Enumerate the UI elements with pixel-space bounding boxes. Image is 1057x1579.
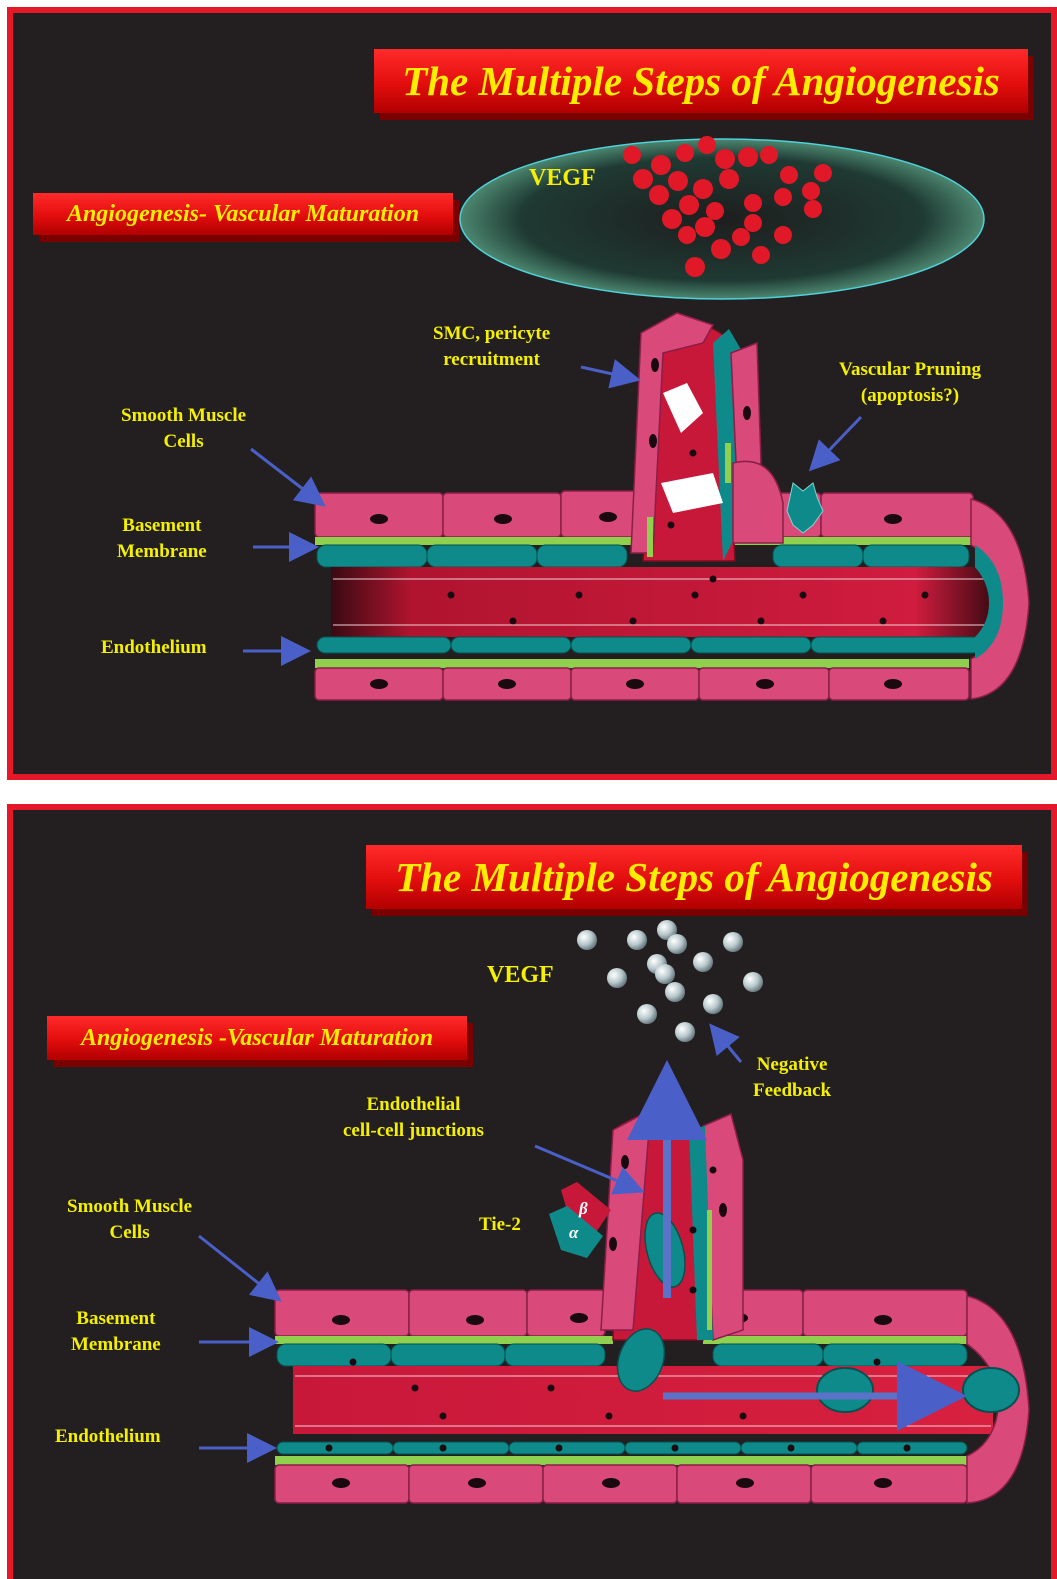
pruning-line2: (apoptosis?) [839, 383, 981, 409]
smooth-muscle-line1: Smooth Muscle [121, 403, 246, 429]
junctions-line1: Endothelial [343, 1092, 484, 1118]
tie2-label: Tie-2 [479, 1212, 521, 1238]
smooth-muscle-2-line1: Smooth Muscle [67, 1194, 192, 1220]
slide-title: The Multiple Steps of Angiogenesis [374, 49, 1028, 113]
arrow-negative-feedback [713, 1028, 741, 1062]
arrow-smooth-muscle-2 [199, 1236, 277, 1298]
negative-feedback-line2: Feedback [753, 1078, 831, 1104]
basement-2-line1: Basement [71, 1306, 161, 1332]
vessel-lumen [331, 567, 995, 637]
basement-membrane-label-2: Basement Membrane [71, 1306, 161, 1358]
basement-membrane-label: Basement Membrane [117, 513, 207, 565]
slide-subtitle-2: Angiogenesis -Vascular Maturation [47, 1016, 467, 1060]
basement-line2: Membrane [117, 539, 207, 565]
slide-subtitle: Angiogenesis- Vascular Maturation [33, 193, 453, 235]
junctions-line2: cell-cell junctions [343, 1118, 484, 1144]
smc-recruitment-line2: recruitment [433, 347, 550, 373]
smooth-muscle-label-2: Smooth Muscle Cells [67, 1194, 192, 1246]
vascular-pruning-label: Vascular Pruning (apoptosis?) [839, 357, 981, 409]
endothelium-label: Endothelium [101, 635, 207, 661]
alpha-label: α [569, 1220, 578, 1246]
vegf-molecules-grey [577, 920, 763, 1042]
basement-line1: Basement [117, 513, 207, 539]
pruning-line1: Vascular Pruning [839, 357, 981, 383]
smc-recruitment-label: SMC, pericyte recruitment [433, 321, 550, 373]
basement-2-line2: Membrane [71, 1332, 161, 1358]
negative-feedback-label: Negative Feedback [753, 1052, 831, 1104]
slide-vascular-maturation-feedback: The Multiple Steps of Angiogenesis Angio… [7, 804, 1057, 1579]
smooth-muscle-label: Smooth Muscle Cells [121, 403, 246, 455]
slide-title-2: The Multiple Steps of Angiogenesis [366, 845, 1022, 909]
junctions-label: Endothelial cell-cell junctions [343, 1092, 484, 1144]
smc-recruitment-line1: SMC, pericyte [433, 321, 550, 347]
slide-vascular-maturation-vegf: The Multiple Steps of Angiogenesis Angio… [7, 7, 1057, 780]
vegf-label: VEGF [529, 165, 596, 192]
arrow-vascular-pruning [813, 417, 861, 467]
smooth-muscle-line2: Cells [121, 429, 246, 455]
vegf-label-2: VEGF [487, 962, 554, 989]
arrow-smooth-muscle [251, 449, 321, 503]
smooth-muscle-2-line2: Cells [67, 1220, 192, 1246]
beta-label: β [579, 1196, 588, 1222]
arrow-smc-recruitment [581, 367, 635, 379]
endothelium-label-2: Endothelium [55, 1424, 161, 1450]
negative-feedback-line1: Negative [753, 1052, 831, 1078]
